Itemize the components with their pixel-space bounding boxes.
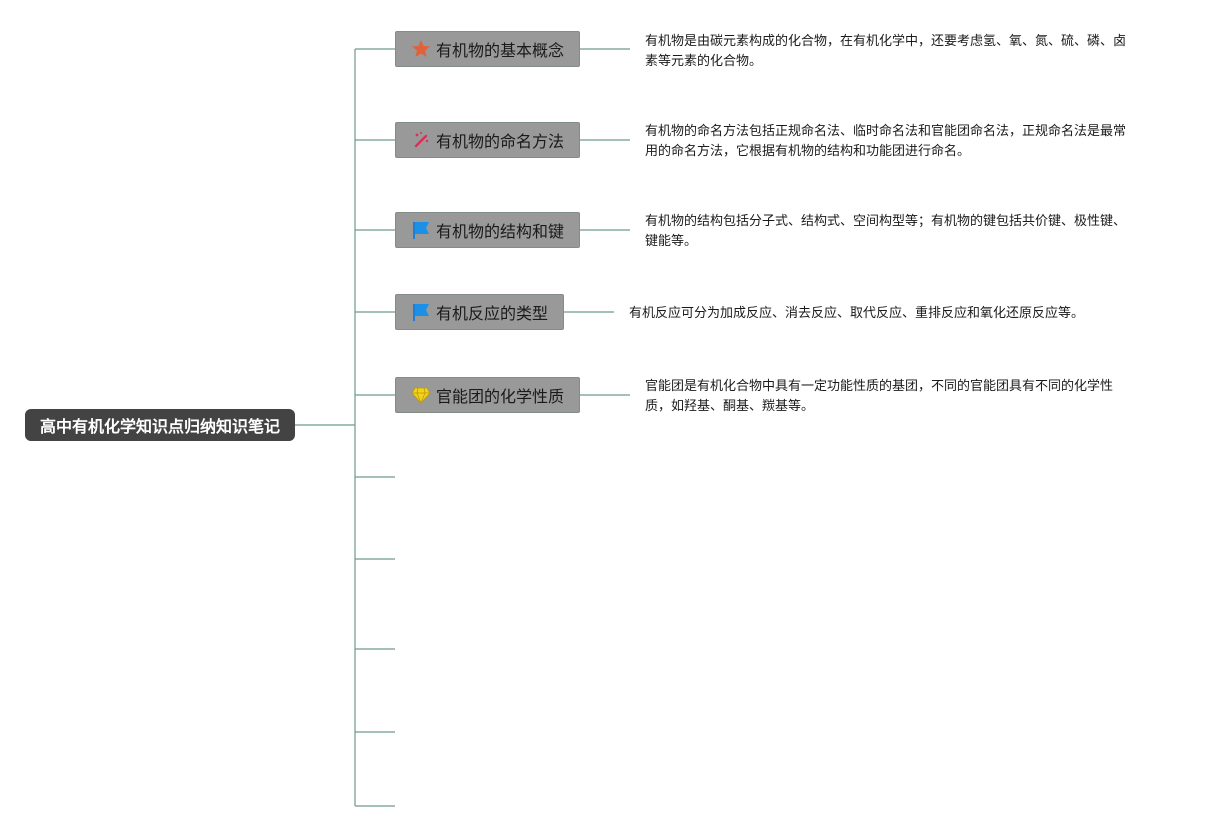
topic-detail: 有机反应可分为加成反应、消去反应、取代反应、重排反应和氧化还原反应等。 — [629, 306, 1085, 321]
topic-label: 有机物的结构和键 — [435, 222, 564, 241]
topic-detail: 有机物是由碳元素构成的化合物，在有机化学中，还要考虑氢、氧、氮、硫、磷、卤素等元… — [645, 34, 1127, 69]
magic-wand-icon — [411, 130, 431, 150]
diamond-icon — [411, 385, 431, 405]
flag-icon — [411, 302, 431, 322]
topic-reaction-types[interactable]: 有机反应的类型 — [395, 294, 564, 330]
topic-detail: 有机物的命名方法包括正规命名法、临时命名法和官能团命名法，正规命名法是最常用的命… — [645, 124, 1127, 159]
topic-label: 有机物的基本概念 — [435, 41, 564, 60]
root-topic-label: 高中有机化学知识点归纳知识笔记 — [39, 417, 280, 436]
flag-icon — [411, 220, 431, 240]
topic-detail: 官能团是有机化合物中具有一定功能性质的基团，不同的官能团具有不同的化学性质，如羟… — [645, 379, 1114, 414]
topic-detail: 有机物的结构包括分子式、结构式、空间构型等；有机物的键包括共价键、极性键、键能等… — [645, 214, 1127, 249]
topic-structure-and-bonds[interactable]: 有机物的结构和键 — [395, 212, 580, 248]
topic-functional-groups[interactable]: 官能团的化学性质 — [395, 377, 580, 413]
topic-label: 有机物的命名方法 — [435, 132, 564, 151]
root-topic[interactable]: 高中有机化学知识点归纳知识笔记 — [25, 409, 295, 441]
topic-label: 有机反应的类型 — [435, 304, 548, 323]
topic-label: 官能团的化学性质 — [435, 387, 564, 406]
topic-naming-methods[interactable]: 有机物的命名方法 — [395, 122, 580, 158]
topic-basic-concepts[interactable]: 有机物的基本概念 — [395, 31, 580, 67]
star-icon — [411, 39, 431, 59]
